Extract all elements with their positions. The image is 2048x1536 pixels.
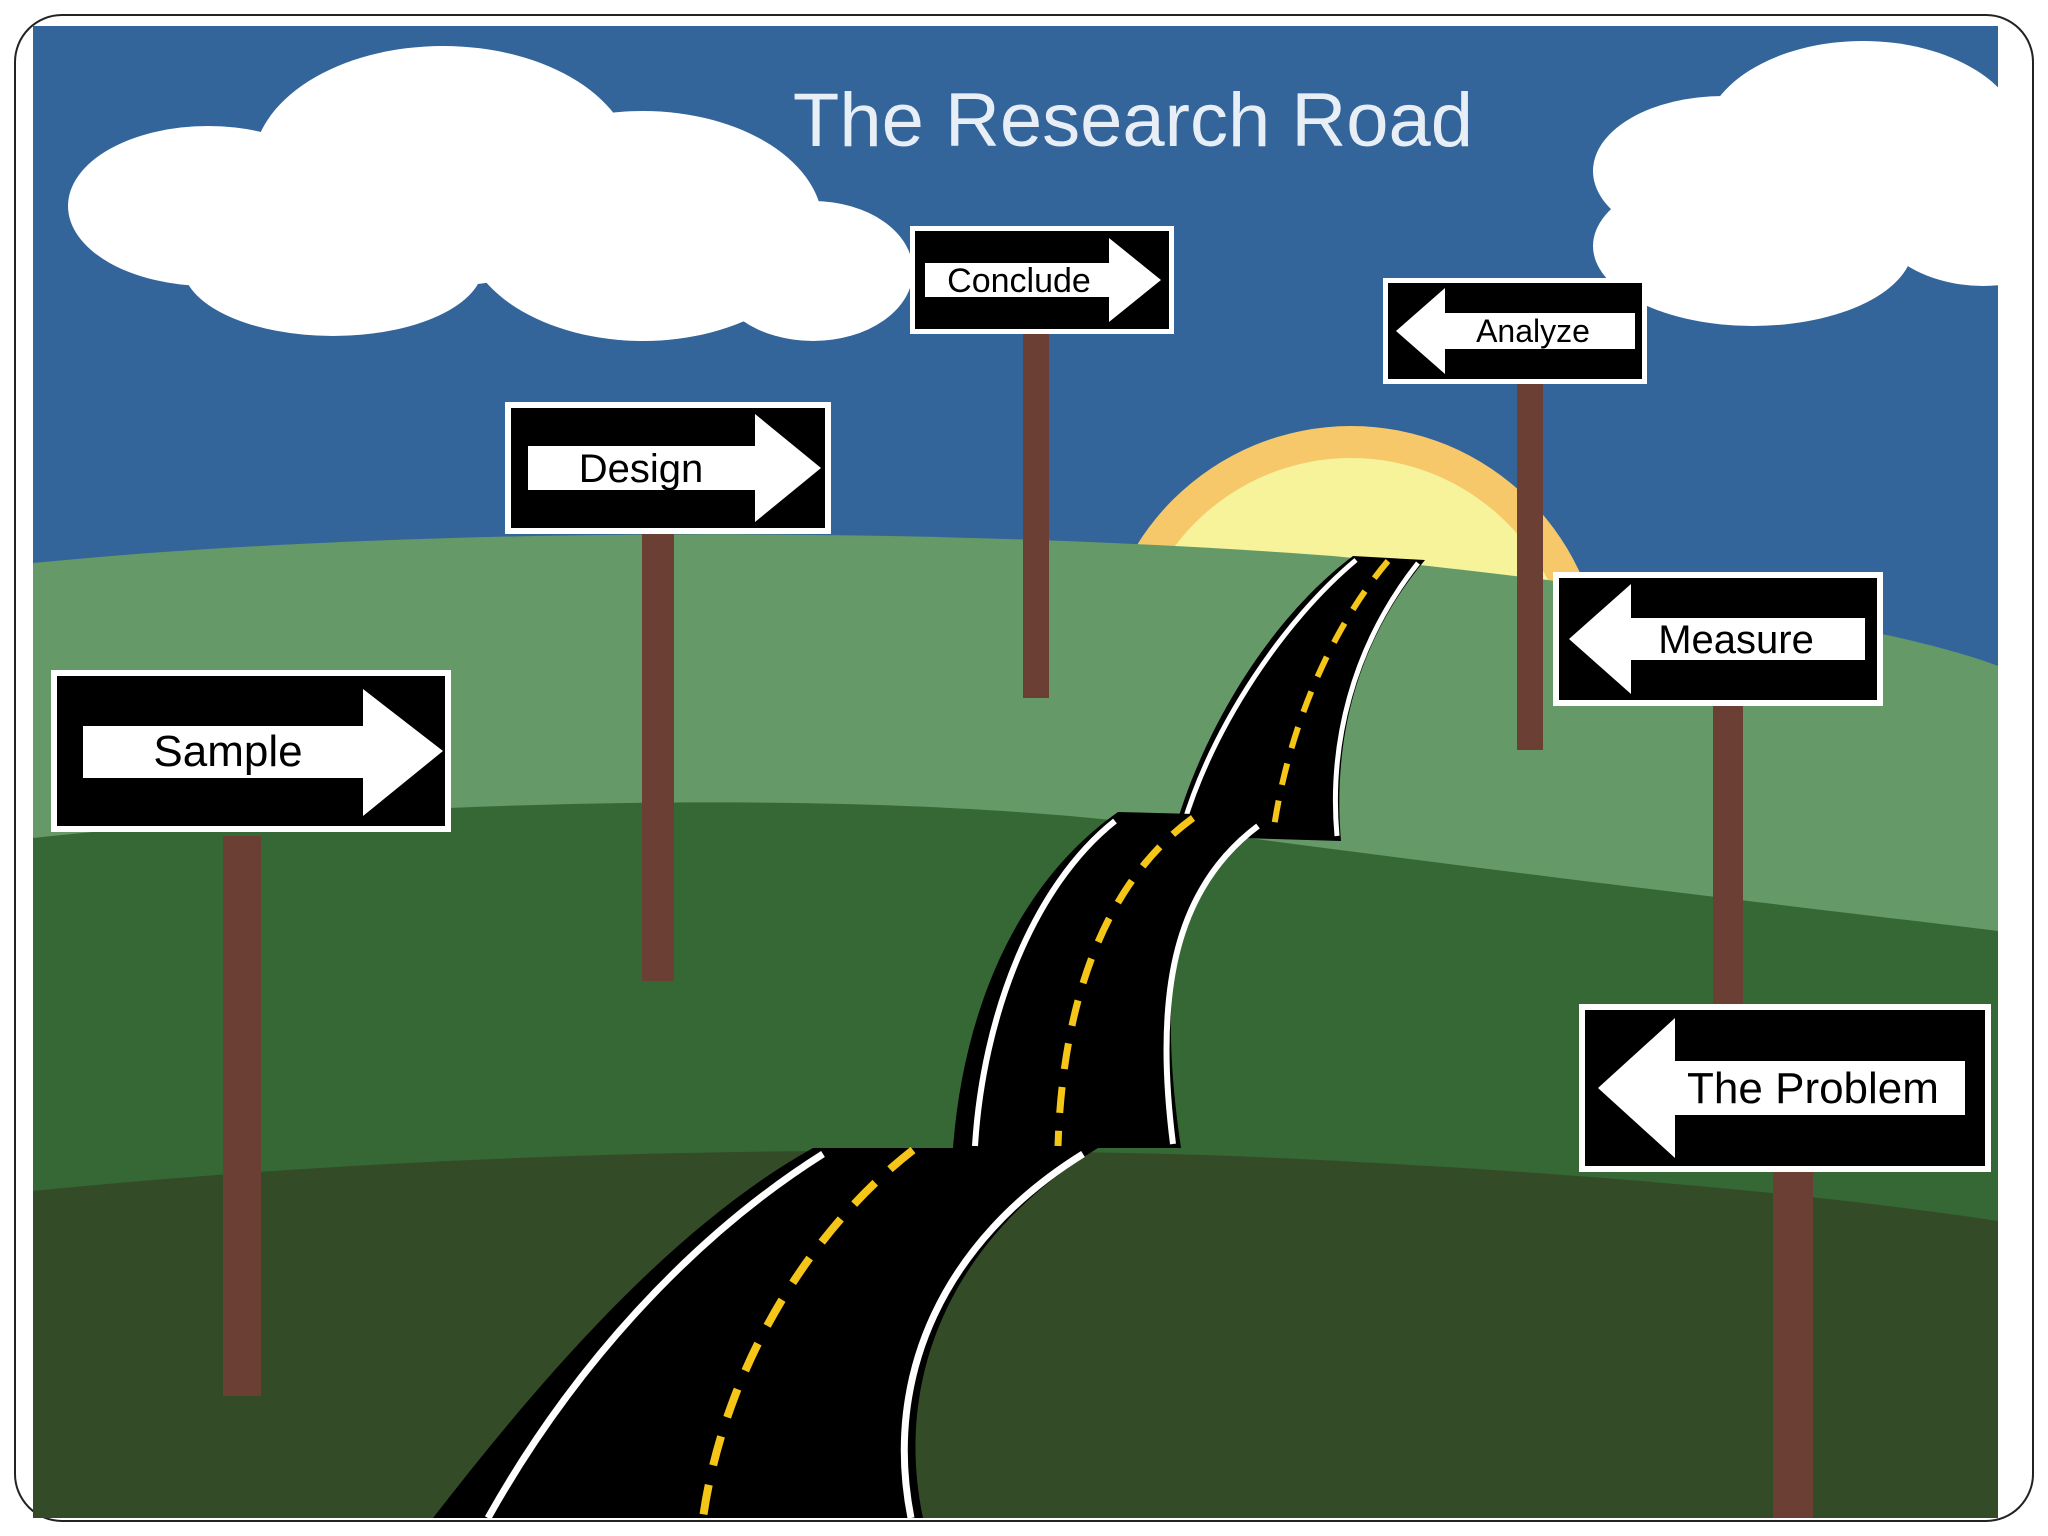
- post-problem: [1773, 1166, 1813, 1518]
- post-sample: [223, 836, 261, 1396]
- post-measure: [1713, 706, 1743, 1006]
- post-conclude: [1023, 326, 1049, 698]
- sign-measure: Measure: [1553, 572, 1883, 706]
- sign-measure-label: Measure: [1658, 618, 1814, 662]
- post-design: [642, 531, 674, 981]
- sign-design-label: Design: [579, 447, 704, 491]
- research-road-illustration: The Research Road: [33, 26, 1998, 1518]
- cloud-right: [1593, 41, 1998, 326]
- sign-sample-label: Sample: [153, 727, 302, 776]
- sign-posts: [223, 326, 1813, 1518]
- sign-conclude: Conclude: [910, 226, 1174, 334]
- sign-design: Design: [505, 402, 831, 534]
- road-segment-far: [1173, 556, 1425, 841]
- road-segment-near: [433, 1146, 1098, 1518]
- sign-analyze-label: Analyze: [1476, 313, 1590, 349]
- sign-sample: Sample: [51, 670, 451, 832]
- sign-conclude-label: Conclude: [947, 262, 1091, 300]
- sign-analyze: Analyze: [1383, 278, 1647, 384]
- sign-the-problem-label: The Problem: [1687, 1064, 1939, 1113]
- title: The Research Road: [793, 78, 1473, 163]
- sign-the-problem: The Problem: [1579, 1004, 1991, 1172]
- post-analyze: [1517, 372, 1543, 750]
- cloud-left: [68, 46, 913, 341]
- road-segment-middle: [953, 812, 1273, 1148]
